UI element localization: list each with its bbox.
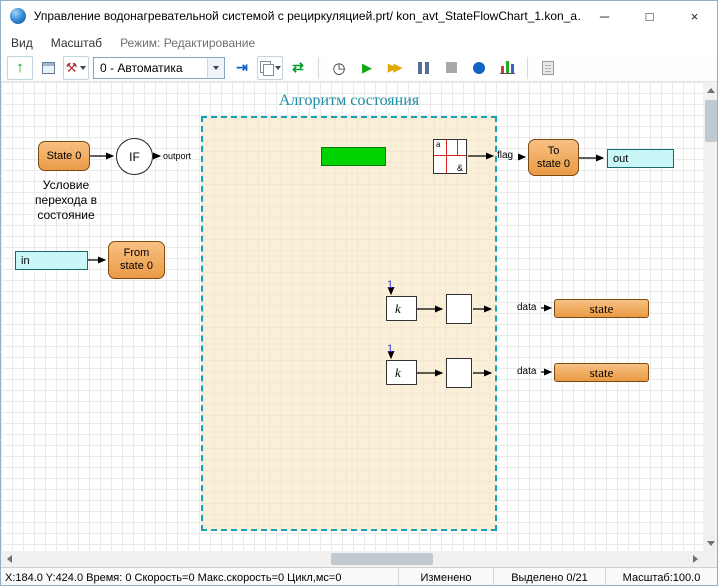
state2-memory-block[interactable]: state bbox=[554, 363, 649, 382]
pause-icon bbox=[418, 62, 429, 74]
titlebar: Управление водонагревательной системой с… bbox=[1, 1, 717, 31]
toolbar-separator bbox=[527, 57, 528, 79]
status-modified: Изменено bbox=[398, 568, 493, 586]
port-circle2-block[interactable] bbox=[446, 358, 472, 388]
scroll-down-button[interactable] bbox=[703, 535, 718, 551]
mode-select-value: 0 - Автоматика bbox=[94, 61, 207, 75]
toolbar: ↑ ⚒ 0 - Автоматика ⇥ ⇄ ◷ ▶ ▶▶ bbox=[1, 54, 717, 82]
record-icon bbox=[473, 62, 485, 74]
status-selected: Выделено 0/21 bbox=[493, 568, 605, 586]
run-button[interactable]: ▶ bbox=[354, 56, 380, 80]
flag-label: flag bbox=[497, 150, 513, 161]
sync-button[interactable]: ⇄ bbox=[285, 56, 311, 80]
gain1-coef-label: 1 bbox=[387, 279, 393, 291]
mode-indicator: Режим: Редактирование bbox=[120, 36, 255, 50]
table-line bbox=[457, 140, 458, 155]
left-arrow-icon bbox=[7, 555, 12, 563]
status-zoom: Масштаб:100.0 bbox=[605, 568, 717, 586]
diagram-title: Алгоритм состояния bbox=[201, 92, 497, 110]
pages-icon bbox=[260, 61, 272, 74]
stopwatch-icon: ◷ bbox=[332, 59, 345, 77]
gain1-block[interactable]: k bbox=[386, 296, 417, 321]
timer-button[interactable]: ◷ bbox=[326, 56, 352, 80]
statusbar: X:184.0 Y:424.0 Время: 0 Скорость=0 Макс… bbox=[1, 567, 717, 586]
out-port-block[interactable]: out bbox=[607, 149, 674, 168]
if-block[interactable]: IF bbox=[116, 138, 153, 175]
log-button[interactable] bbox=[535, 56, 561, 80]
up-arrow-icon: ↑ bbox=[16, 59, 24, 76]
outport-label: outport bbox=[163, 151, 191, 161]
stop-icon bbox=[446, 62, 457, 73]
go-up-button[interactable]: ↑ bbox=[7, 56, 33, 80]
menubar: Вид Масштаб Режим: Редактирование bbox=[1, 31, 717, 54]
log-icon bbox=[542, 61, 554, 75]
data1-label: data bbox=[517, 302, 536, 313]
horizontal-scrollbar[interactable] bbox=[1, 551, 703, 567]
table-amp-label: & bbox=[457, 163, 463, 173]
sheet-button[interactable] bbox=[35, 56, 61, 80]
step-icon: ⇥ bbox=[236, 59, 248, 76]
scroll-up-button[interactable] bbox=[703, 82, 718, 98]
tools-icon: ⚒ bbox=[66, 60, 78, 76]
chart-button[interactable] bbox=[494, 56, 520, 80]
fast-forward-icon: ▶▶ bbox=[388, 61, 402, 74]
signal-block[interactable] bbox=[321, 147, 386, 166]
truth-table-block[interactable]: a & bbox=[433, 139, 467, 174]
play-icon: ▶ bbox=[362, 60, 372, 76]
from-state0-block[interactable]: From state 0 bbox=[108, 241, 165, 279]
close-button[interactable]: × bbox=[672, 1, 717, 31]
gain2-coef-label: 1 bbox=[387, 343, 393, 355]
scroll-right-button[interactable] bbox=[687, 551, 703, 567]
chevron-down-icon bbox=[213, 66, 219, 70]
down-arrow-icon bbox=[707, 541, 715, 546]
scroll-left-button[interactable] bbox=[1, 551, 17, 567]
in-port-block[interactable]: in bbox=[15, 251, 88, 270]
horizontal-scroll-thumb[interactable] bbox=[331, 553, 433, 565]
mode-select[interactable]: 0 - Автоматика bbox=[93, 57, 225, 79]
gain2-block[interactable]: k bbox=[386, 360, 417, 385]
table-a-label: a bbox=[436, 140, 440, 149]
diagram-canvas[interactable]: Алгоритм состояния bbox=[1, 82, 703, 551]
app-logo-icon bbox=[10, 8, 26, 24]
to-state0-block[interactable]: To state 0 bbox=[528, 139, 579, 176]
chevron-down-icon[interactable] bbox=[275, 66, 281, 70]
chevron-down-icon[interactable] bbox=[80, 66, 86, 70]
note-label[interactable]: Условие перехода в состояние bbox=[23, 178, 109, 223]
stop-button[interactable] bbox=[438, 56, 464, 80]
right-arrow-icon bbox=[693, 555, 698, 563]
maximize-button[interactable]: □ bbox=[627, 1, 672, 31]
toolbar-separator bbox=[318, 57, 319, 79]
window-controls: ─ □ × bbox=[582, 1, 717, 31]
port-circle1-block[interactable] bbox=[446, 294, 472, 324]
swap-arrows-icon: ⇄ bbox=[292, 59, 304, 76]
data2-label: data bbox=[517, 366, 536, 377]
scrollbar-corner bbox=[703, 551, 718, 567]
table-line bbox=[446, 140, 447, 173]
tools-button[interactable]: ⚒ bbox=[63, 56, 89, 80]
menu-item-view[interactable]: Вид bbox=[11, 36, 33, 50]
up-arrow-icon bbox=[707, 88, 715, 93]
vertical-scrollbar[interactable] bbox=[703, 82, 718, 551]
vertical-scroll-thumb[interactable] bbox=[705, 100, 717, 142]
status-position: X:184.0 Y:424.0 Время: 0 Скорость=0 Макс… bbox=[1, 572, 341, 584]
window-title: Управление водонагревательной системой с… bbox=[34, 9, 582, 23]
copy-pages-button[interactable] bbox=[257, 56, 283, 80]
sheet-icon bbox=[42, 62, 55, 74]
state1-memory-block[interactable]: state bbox=[554, 299, 649, 318]
mode-select-dropdown[interactable] bbox=[207, 58, 224, 78]
table-line bbox=[434, 155, 466, 156]
record-button[interactable] bbox=[466, 56, 492, 80]
menu-item-zoom[interactable]: Масштаб bbox=[51, 36, 102, 50]
pause-button[interactable] bbox=[410, 56, 436, 80]
minimize-button[interactable]: ─ bbox=[582, 1, 627, 31]
run-to-end-button[interactable]: ▶▶ bbox=[382, 56, 408, 80]
step-button[interactable]: ⇥ bbox=[229, 56, 255, 80]
bar-chart-icon bbox=[500, 61, 515, 74]
state0-block[interactable]: State 0 bbox=[38, 141, 90, 171]
